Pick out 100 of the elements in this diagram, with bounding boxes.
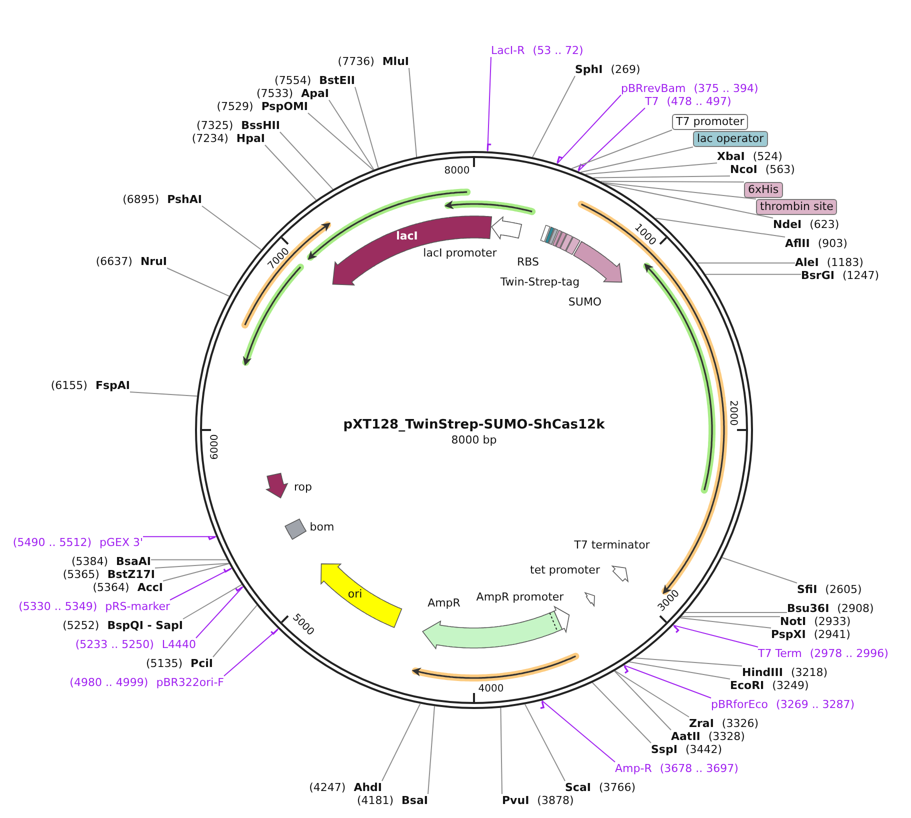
feature-label: T7 terminator (574, 538, 650, 552)
site-label: AflII (903) (785, 237, 848, 250)
leader-line (600, 180, 744, 182)
leader-line (182, 584, 242, 620)
site-label: (5384) BsaAI (71, 555, 151, 568)
site-label: SspI (3442) (651, 743, 722, 756)
leader-line (154, 562, 230, 568)
leader-line (602, 182, 756, 200)
leader-line (130, 392, 198, 397)
tick-label: 6000 (208, 434, 222, 460)
site-label: NotI (2933) (780, 615, 851, 628)
leader-line (166, 268, 230, 297)
site-label: (6637) NruI (96, 255, 167, 268)
leader-line (202, 206, 262, 250)
site-label: Bsu36I (2908) (787, 602, 874, 615)
feature-label: AmpR (428, 596, 460, 610)
site-label: (7234) HpaI (192, 132, 265, 145)
feature-label: rop (294, 480, 312, 494)
site-label: HindIII (3218) (742, 666, 828, 679)
tick-label: 4000 (478, 682, 504, 696)
leader-line (578, 108, 646, 172)
site-label: NcoI (563) (730, 163, 795, 176)
leader-line (382, 703, 421, 782)
site-label: (5135) PciI (146, 657, 213, 670)
leader-line (614, 670, 690, 718)
site-label: (5364) AccI (92, 581, 163, 594)
leader-line (500, 707, 502, 794)
feature-label: lac operator (693, 131, 768, 147)
site-label: (6895) PshAI (122, 193, 202, 206)
leader-line (541, 700, 616, 762)
leader-line (655, 218, 786, 238)
feature-label: AmpR promoter (476, 590, 564, 604)
site-label: NdeI (623) (773, 218, 840, 231)
feature-label: lacI promoter (423, 246, 497, 260)
site-label: (7325) BssHII (196, 119, 280, 132)
primer-label: pBRforEco (3269 .. 3287) (711, 698, 855, 711)
leader-line (628, 661, 730, 680)
site-label: (4181) BsaI (356, 794, 428, 807)
site-label: SphI (269) (575, 63, 640, 76)
site-label: PvuI (3878) (502, 794, 574, 807)
leader-line (592, 176, 730, 178)
site-label: SfiI (2605) (797, 583, 862, 596)
leader-line (162, 563, 230, 582)
primer-label: pBRrevBam (375 .. 394) (621, 82, 758, 95)
leader-line (308, 112, 374, 170)
leader-line (580, 146, 694, 173)
leader-line (487, 56, 492, 152)
leader-line (604, 183, 774, 218)
leader-line (585, 162, 718, 175)
feature-label: Twin-Strep-tag (500, 276, 580, 288)
primer-label: (5233 .. 5250) L4440 (75, 638, 196, 651)
site-label: AatII (3328) (671, 730, 745, 743)
site-label: AleI (1183) (795, 256, 864, 269)
leader-line (722, 557, 798, 584)
feature-label: bom (310, 520, 334, 534)
feature-label: RBS (517, 256, 539, 268)
leader-line (224, 628, 279, 676)
site-label: (7529) PspOMI (216, 100, 308, 113)
leader-line (672, 624, 758, 648)
site-label: (7736) MluI (338, 55, 409, 68)
primer-label: LacI-R (53 .. 72) (491, 44, 584, 57)
site-label: (4247) AhdI (309, 781, 382, 794)
leader-line (592, 682, 652, 744)
leader-line (354, 86, 379, 168)
primer-label: T7 Term (2978 .. 2996) (758, 647, 888, 660)
feature-label: thrombin site (756, 199, 838, 215)
leader-line (697, 262, 796, 264)
site-label: (6155) FspAI (50, 379, 130, 392)
leader-line (328, 100, 374, 170)
leader-line (280, 132, 334, 190)
feature-label: tet promoter (530, 564, 600, 576)
site-label: BsrGI (1247) (801, 269, 880, 282)
leader-line (428, 706, 435, 794)
site-label: EcoRI (3249) (730, 679, 809, 692)
primer-label: T7 (478 .. 497) (645, 95, 732, 108)
primer-label: (5490 .. 5512) pGEX 3' (12, 536, 143, 549)
primer-label: (4980 .. 4999) pBR322ori-F (70, 676, 224, 689)
leader-line (408, 68, 418, 158)
leader-line (532, 76, 576, 158)
leader-line (142, 536, 217, 538)
feature-label: 6xHis (744, 182, 783, 198)
tick-label: 2000 (726, 400, 740, 426)
feature-label: T7 promoter (672, 114, 748, 130)
site-label: PspXI (2941) (771, 628, 850, 641)
site-label: ZraI (3326) (689, 717, 758, 730)
leader-line (264, 144, 317, 200)
leader-line (150, 559, 228, 560)
leader-line (614, 670, 672, 730)
site-label: (5252) BspQI - SapI (62, 619, 183, 632)
leader-line (623, 664, 712, 698)
feature-label: ori (348, 588, 362, 600)
feature-label: lacI (396, 230, 418, 242)
plasmid-size: 8000 bp (451, 434, 497, 446)
leader-line (705, 274, 802, 275)
leader-line (684, 612, 788, 613)
tick-label: 8000 (444, 164, 470, 178)
leader-line (680, 616, 780, 618)
leader-line (196, 586, 244, 638)
site-label: ScaI (3766) (565, 781, 636, 794)
leader-line (571, 130, 672, 170)
